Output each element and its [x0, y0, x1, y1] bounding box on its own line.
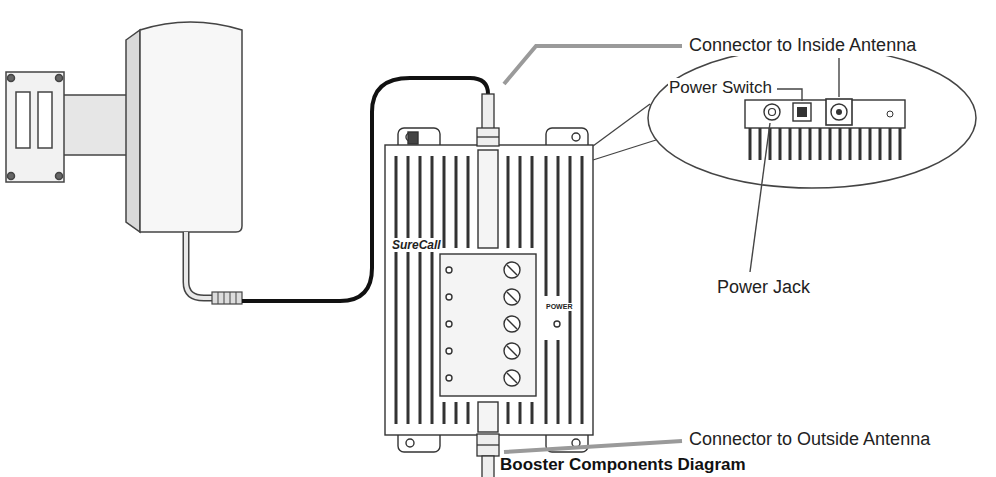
- callout-label: Power Switch: [668, 78, 773, 98]
- leader-line: [750, 123, 770, 272]
- booster-unit: [385, 128, 593, 452]
- outside-connector: [477, 434, 499, 477]
- led-label: POWER: [545, 303, 573, 311]
- panel-antenna: [126, 22, 242, 232]
- figure-caption: Booster Components Diagram: [500, 455, 746, 475]
- leader-line: [504, 46, 682, 84]
- callout-label: Power Jack: [716, 276, 811, 298]
- leader-line: [838, 58, 839, 97]
- mount-bracket: [6, 72, 132, 182]
- antenna-pigtail: [186, 232, 242, 304]
- magnified-end-view: [593, 48, 976, 188]
- callout-label: Connector to Inside Antenna: [688, 34, 917, 56]
- leader-line: [777, 89, 802, 101]
- inside-connector: [477, 94, 499, 146]
- brand-logo: SureCall: [391, 238, 442, 252]
- callout-label: Connector to Outside Antenna: [688, 428, 931, 450]
- leader-line: [504, 441, 682, 452]
